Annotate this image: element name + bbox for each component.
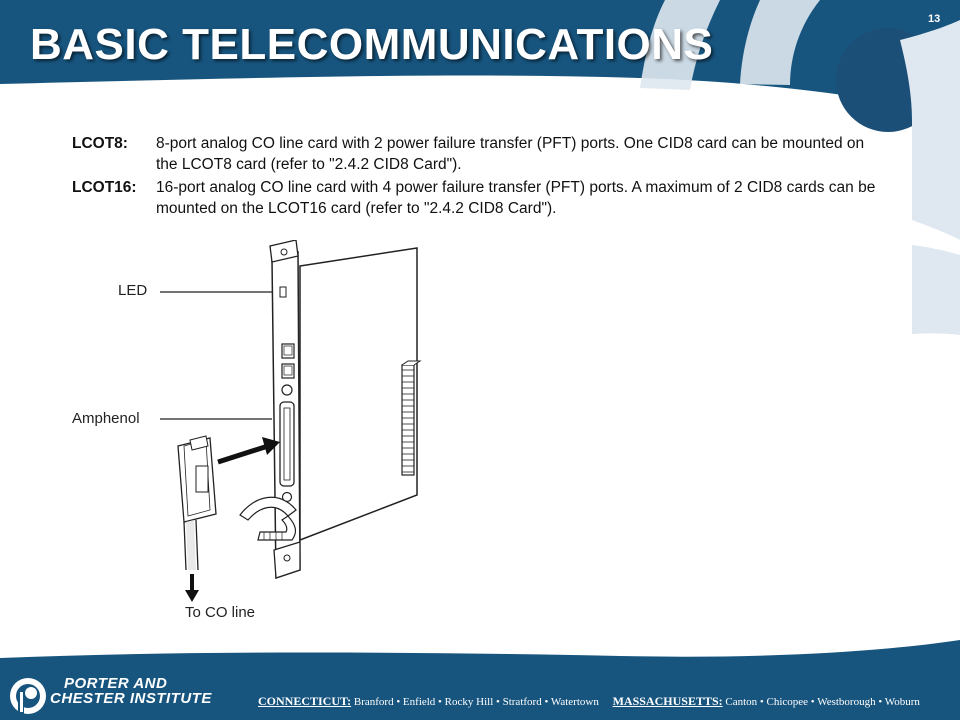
definition-term: LCOT16: [72, 179, 137, 196]
amphenol-label: Amphenol [72, 410, 140, 427]
ma-locations: Canton • Chicopee • Westborough • Woburn [725, 696, 920, 708]
line-card-illustration [160, 239, 422, 602]
definition-lcot16: LCOT16: 16-port analog CO line card with… [72, 178, 882, 219]
campus-locations: CONNECTICUT: Branford • Enfield • Rocky … [258, 694, 920, 709]
ma-state-label: MASSACHUSETTS: [612, 694, 723, 708]
brand-line-1: PORTER AND [64, 675, 168, 692]
slide-title: BASIC TELECOMMUNICATIONS [30, 20, 714, 69]
definition-text: 16-port analog CO line card with 4 power… [156, 179, 876, 217]
led-label: LED [118, 282, 148, 299]
ct-state-label: CONNECTICUT: [258, 694, 352, 708]
definition-term: LCOT8: [72, 135, 128, 152]
definitions-list: LCOT8: 8-port analog CO line card with 2… [72, 134, 882, 222]
brand-name: PORTER AND CHESTER INSTITUTE [50, 676, 212, 706]
line-card-figure: LED Amphenol To CO line [60, 239, 480, 630]
definition-lcot8: LCOT8: 8-port analog CO line card with 2… [72, 134, 882, 175]
brand-line-2: CHESTER INSTITUTE [50, 690, 212, 707]
porter-chester-logo-icon [10, 678, 46, 714]
to-co-line-label: To CO line [185, 604, 256, 621]
slide-number: 13 [928, 13, 941, 25]
definition-text: 8-port analog CO line card with 2 power … [156, 135, 865, 173]
footer-band [0, 640, 960, 720]
ct-locations: Branford • Enfield • Rocky Hill • Stratf… [353, 696, 599, 708]
